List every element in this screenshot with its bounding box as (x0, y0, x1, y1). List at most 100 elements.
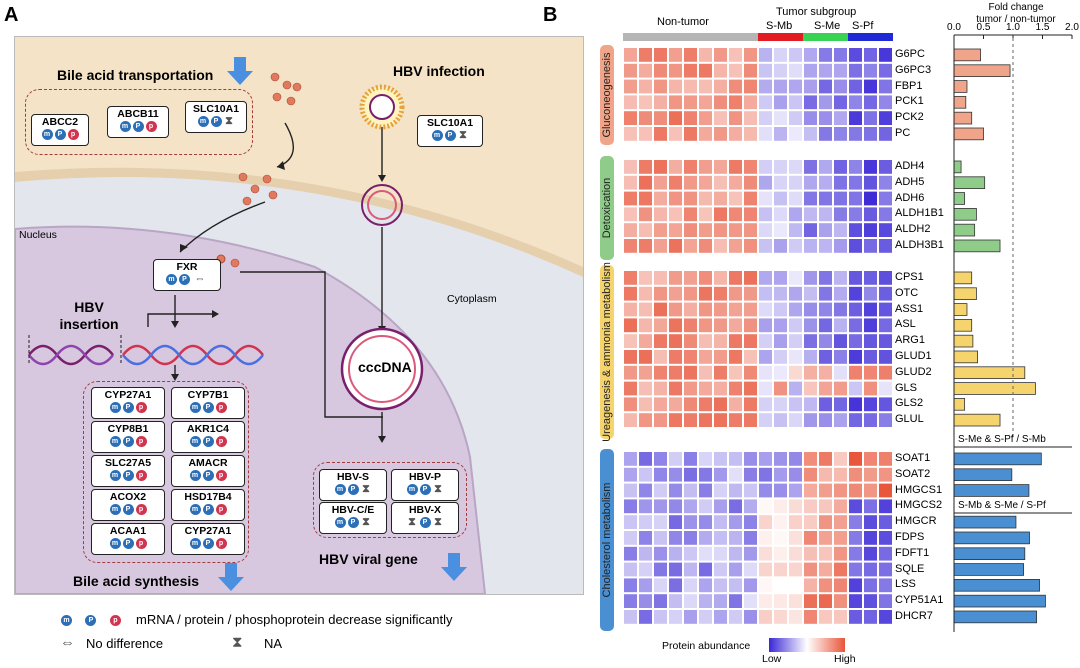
heatmap-cell (684, 318, 697, 333)
heatmap-cell (639, 160, 652, 174)
heatmap-cell (669, 610, 682, 624)
heatmap-cell (639, 350, 652, 364)
heatmap-cell (759, 175, 772, 190)
heatmap-cell (654, 578, 667, 593)
heatmap-cell (804, 546, 817, 561)
heatmap-cell (789, 223, 802, 237)
heatmap-cell (834, 318, 847, 333)
heatmap-cell (669, 467, 682, 482)
heatmap-cell (729, 413, 742, 427)
heatmap-cell (729, 63, 742, 78)
heatmap-cell (804, 111, 817, 125)
heatmap-cell (744, 381, 757, 396)
heatmap-cell (744, 127, 757, 141)
heatmap-cell (729, 515, 742, 529)
na-icon: ⧗ (434, 483, 442, 496)
heatmap-cell (729, 562, 742, 577)
heatmap-cell (774, 127, 787, 141)
heatmap-cell (834, 578, 847, 593)
heatmap-cell (699, 610, 712, 624)
heatmap-cell (699, 562, 712, 577)
heatmap-cell (639, 578, 652, 593)
heatmap-cell (729, 79, 742, 94)
gene-box-label: SLC27A5 (104, 457, 152, 469)
gene-label: ALDH1B1 (895, 207, 944, 220)
heatmap-cell (729, 48, 742, 62)
gene-label: SQLE (895, 562, 925, 575)
heatmap-cell (819, 381, 832, 396)
heatmap-cell (834, 239, 847, 253)
heatmap-cell (669, 499, 682, 514)
heatmap-cell (834, 610, 847, 624)
heatmap-cell (789, 578, 802, 593)
heatmap-cell (729, 286, 742, 301)
gene-label: ADH4 (895, 160, 925, 172)
heatmap-cell (624, 515, 637, 529)
heatmap-cell (624, 365, 637, 380)
heatmap-cell (804, 207, 817, 222)
heatmap-cell (639, 48, 652, 62)
heatmap-cell (819, 499, 832, 514)
heatmap-cell (819, 365, 832, 380)
heatmap-cell (834, 286, 847, 301)
heatmap-cell (849, 381, 862, 396)
heatmap-cell (744, 578, 757, 593)
mrna-icon: m (334, 517, 346, 529)
heatmap-cell (669, 302, 682, 317)
heatmap-cell (729, 381, 742, 396)
fold-change-bar (953, 484, 1030, 497)
heatmap-cell (759, 350, 772, 364)
legend-line-3: NA (264, 636, 283, 651)
heatmap-cell (714, 578, 727, 593)
heatmap-cell (654, 413, 667, 427)
gene-box-label: ACAA1 (109, 525, 147, 537)
heatmap-cell (849, 286, 862, 301)
heatmap-cell (804, 610, 817, 624)
heatmap-cell (639, 175, 652, 190)
heatmap-cell (774, 160, 787, 174)
heatmap-cell (789, 79, 802, 94)
heatmap-cell (789, 594, 802, 608)
bar-axis-tick-label: 1.0 (1006, 22, 1020, 33)
heatmap-cell (759, 546, 772, 561)
gene-label: ADH5 (895, 175, 925, 188)
heatmap-cell (699, 191, 712, 206)
heatmap-cell (759, 127, 772, 141)
heatmap-cell (729, 207, 742, 222)
heatmap-cell (639, 515, 652, 529)
heatmap-cell (624, 483, 637, 498)
heatmap-cell (819, 334, 832, 348)
heatmap-cell (624, 160, 637, 174)
category-label: Detoxication (601, 177, 613, 239)
heatmap-cell (729, 578, 742, 593)
heatmap-cell (774, 578, 787, 593)
heatmap-cell (834, 271, 847, 285)
heatmap-cell (639, 562, 652, 577)
gene-box-label: CYP8B1 (107, 423, 149, 435)
heatmap-cell (849, 397, 862, 412)
gene-box-label: HBV-P (408, 471, 442, 483)
heatmap-cell (714, 452, 727, 466)
heatmap-cell (654, 223, 667, 237)
heatmap-cell (654, 79, 667, 94)
heatmap-cell (744, 413, 757, 427)
heatmap-cell (774, 381, 787, 396)
heatmap-cell (654, 562, 667, 577)
heatmap-cell (864, 318, 877, 333)
heatmap-cell (639, 302, 652, 317)
heatmap-cell (699, 79, 712, 94)
heatmap-cell (624, 334, 637, 348)
heatmap-cell (834, 515, 847, 529)
heatmap-cell (819, 515, 832, 529)
heatmap-cell (864, 531, 877, 545)
mrna-icon: m (109, 470, 121, 482)
